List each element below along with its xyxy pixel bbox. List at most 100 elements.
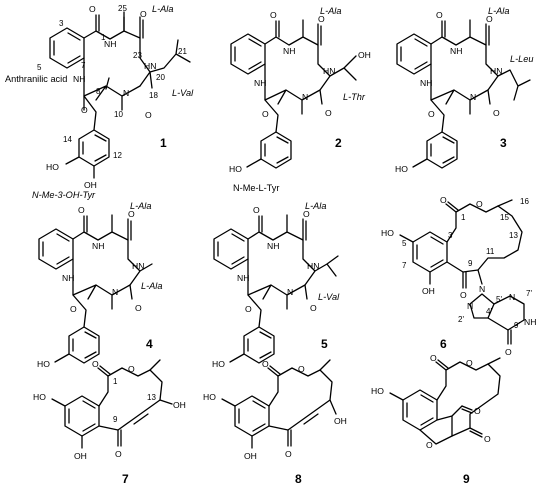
c1-residue-val: L-Val bbox=[172, 88, 194, 98]
c4-o-top-left: O bbox=[78, 205, 85, 215]
compound-3-structure: O O NH HN NH N O O HO L-Ala L-Leu 3 bbox=[395, 6, 534, 174]
c6-carbonyl-ketone bbox=[462, 271, 467, 289]
c2-tyr-ring-double bbox=[264, 136, 289, 164]
c4-o-lower-right: O bbox=[135, 303, 142, 313]
c3-residue-ala: L-Ala bbox=[488, 6, 509, 16]
c4-ho: HO bbox=[37, 359, 50, 369]
compound-4-label: 4 bbox=[146, 337, 153, 351]
c3-macrocycle-lower bbox=[430, 63, 491, 115]
c3-macrocycle-right bbox=[485, 44, 531, 101]
c3-o-lower-right: O bbox=[493, 108, 500, 118]
c3-tyr-ring-double bbox=[430, 136, 455, 164]
c6-o-ketone: O bbox=[460, 290, 467, 300]
c7-carbonyl-ester bbox=[97, 365, 111, 377]
compound-5-structure: O O NH HN NH N O O HO L-Ala L-Val 5 bbox=[212, 201, 340, 369]
c3-nh-lower: NH bbox=[420, 78, 432, 88]
compound-9-label: 9 bbox=[463, 472, 470, 486]
c4-nh-upper: NH bbox=[92, 241, 104, 251]
c2-tyr-side-chain bbox=[264, 99, 279, 133]
svg-text:21: 21 bbox=[178, 47, 187, 56]
c2-macrocycle-lower bbox=[264, 63, 323, 115]
c4-tyr-ring-double bbox=[72, 331, 97, 359]
c7-macrolactone bbox=[98, 367, 163, 431]
c2-o-lower-left: O bbox=[262, 109, 269, 119]
c6-oh-bonds bbox=[399, 234, 431, 285]
c1-ho-left: HO bbox=[46, 162, 59, 172]
c5-residue-ala: L-Ala bbox=[305, 201, 326, 211]
c4-hn-right: HN bbox=[132, 261, 144, 271]
c5-oh-bond bbox=[229, 353, 245, 363]
c5-tyr-side-chain bbox=[247, 294, 262, 328]
c2-tyr-ring bbox=[260, 131, 292, 169]
svg-text:7': 7' bbox=[526, 289, 532, 298]
c2-residue-ala: L-Ala bbox=[320, 6, 341, 16]
c9-benzofuranone bbox=[419, 405, 463, 445]
c5-tyr-ring bbox=[243, 326, 275, 364]
c6-purine-carbonyl bbox=[507, 329, 512, 345]
c6-o-purine: O bbox=[505, 347, 512, 357]
c3-ho: HO bbox=[395, 164, 408, 174]
c4-macrocycle-right bbox=[127, 239, 153, 286]
c1-benzene-ring bbox=[49, 27, 85, 69]
c9-carbonyl-ketone bbox=[469, 427, 483, 438]
compound-6-structure: O O O N N N NH O HO OH 1 3 5 7 9 11 13 1… bbox=[381, 195, 536, 357]
svg-text:8: 8 bbox=[96, 87, 101, 96]
compound-6-label: 6 bbox=[440, 337, 447, 351]
compound-3-label: 3 bbox=[500, 136, 507, 150]
c1-oh-bottom: OH bbox=[84, 180, 97, 190]
c1-o-lower-right: O bbox=[145, 110, 152, 120]
c5-n-methyl: N bbox=[287, 287, 293, 297]
svg-text:25: 25 bbox=[118, 4, 127, 13]
c3-o-top-left: O bbox=[436, 10, 443, 20]
compound-9-structure: O O O O O HO 9 bbox=[371, 353, 501, 486]
c4-o-top-right: O bbox=[128, 209, 135, 219]
c7-atom-numbering: 1 9 13 bbox=[113, 377, 156, 424]
c2-oh-threonine: OH bbox=[358, 50, 371, 60]
c3-benzene-ring bbox=[396, 33, 432, 75]
c6-atom-numbering: 1 3 5 7 9 11 13 15 16 2' 4' 5' 7' 9' bbox=[402, 197, 532, 330]
c8-methyl bbox=[319, 359, 331, 371]
c8-oh-right: OH bbox=[334, 416, 347, 426]
c4-residue-ala-top: L-Ala bbox=[130, 201, 151, 211]
svg-text:7: 7 bbox=[81, 61, 86, 70]
c6-nh: NH bbox=[524, 317, 536, 327]
c5-o-lower-left: O bbox=[245, 304, 252, 314]
c3-oh-bond bbox=[412, 158, 428, 168]
svg-text:5': 5' bbox=[496, 295, 502, 304]
c1-nh-lower: NH bbox=[73, 74, 85, 84]
c2-hn-right: HN bbox=[323, 66, 335, 76]
c9-o-furan: O bbox=[426, 440, 433, 450]
c7-o-ketone: O bbox=[115, 449, 122, 459]
c6-ho: HO bbox=[381, 228, 394, 238]
c1-residue-ala: L-Ala bbox=[152, 4, 173, 14]
c5-macrocycle-lower bbox=[247, 258, 308, 310]
c1-hn-right: HN bbox=[144, 61, 156, 71]
compound-8-structure: O O O OH HO OH 8 bbox=[203, 359, 347, 486]
c6-purine-link bbox=[477, 269, 483, 285]
c4-o-lower-left: O bbox=[70, 304, 77, 314]
svg-text:18: 18 bbox=[149, 91, 158, 100]
c9-ho: HO bbox=[371, 386, 384, 396]
c6-pyrimidine-ring bbox=[487, 295, 525, 331]
c6-macrolactone bbox=[446, 203, 523, 273]
c9-o-ring: O bbox=[466, 358, 473, 368]
c1-amide-bonds bbox=[83, 14, 144, 40]
c7-aromatic-double-bonds bbox=[68, 400, 96, 432]
svg-text:2': 2' bbox=[458, 315, 464, 324]
svg-text:10: 10 bbox=[114, 110, 123, 119]
svg-text:23: 23 bbox=[133, 51, 142, 60]
c2-o-top-right: O bbox=[318, 14, 325, 24]
c5-amide-bonds bbox=[247, 214, 307, 241]
c2-nh-upper: NH bbox=[283, 46, 295, 56]
c4-macrocycle-lower bbox=[72, 258, 133, 310]
c9-aromatic-double-bonds bbox=[406, 394, 434, 426]
c1-macrocycle-lower bbox=[83, 57, 141, 111]
c3-residue-leu: L-Leu bbox=[510, 54, 534, 64]
c6-o-carbonyl: O bbox=[440, 195, 447, 205]
c3-hn-right: HN bbox=[490, 66, 502, 76]
c2-residue-tyr: N-Me-L-Tyr bbox=[233, 183, 279, 193]
c9-o-ketone: O bbox=[484, 434, 491, 444]
c1-o-top-right: O bbox=[140, 9, 147, 19]
svg-text:13: 13 bbox=[509, 231, 518, 240]
c3-tyr-ring bbox=[426, 131, 458, 169]
